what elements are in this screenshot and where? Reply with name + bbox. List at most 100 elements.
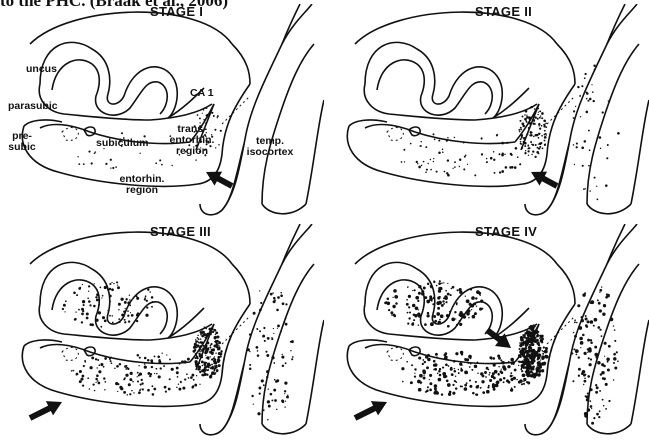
lesion-dot <box>438 140 440 142</box>
lesion-dot <box>590 300 594 304</box>
lesion-dot <box>594 177 596 179</box>
lesion-dot <box>613 379 615 381</box>
lesion-dot <box>78 309 80 311</box>
lesion-dot <box>215 363 217 365</box>
lesion-dot <box>249 368 252 371</box>
lesion-dot <box>602 399 604 401</box>
lesion-dot <box>247 348 250 351</box>
lesion-dot <box>500 359 502 361</box>
lesion-dot <box>606 294 610 298</box>
lesion-dot <box>199 342 201 344</box>
outline-path <box>493 308 529 338</box>
lesion-dot <box>206 374 208 376</box>
lesion-dot <box>423 161 425 163</box>
lesion-dot <box>176 371 179 374</box>
lesion-dot <box>249 351 250 352</box>
lesion-dot <box>419 145 421 147</box>
lesion-dot <box>104 357 107 360</box>
lesion-dot <box>433 280 435 282</box>
lesion-dot <box>129 294 130 295</box>
lesion-dot <box>200 351 201 352</box>
lesion-dot <box>470 288 472 290</box>
lesion-dot <box>89 388 91 390</box>
lesion-dot <box>109 315 111 317</box>
lesion-dot <box>406 303 409 306</box>
lesion-dot <box>422 363 424 365</box>
lesion-dot <box>199 371 201 373</box>
lesion-dot <box>76 374 78 376</box>
lesion-dot <box>535 367 538 370</box>
lesion-dot <box>169 358 171 360</box>
lesion-dot <box>522 116 524 118</box>
lesion-dot <box>534 156 536 158</box>
lesion-dot <box>608 345 611 348</box>
lesion-dot <box>194 384 197 387</box>
lesion-dot <box>467 309 470 312</box>
lesion-dot <box>459 159 461 161</box>
lesion-dot <box>500 370 503 373</box>
lesion-dot <box>497 354 500 357</box>
lesion-dot <box>599 309 602 312</box>
lesion-dot <box>425 171 427 173</box>
lesion-dot <box>468 355 472 359</box>
lesion-dot <box>590 405 593 408</box>
lesion-dot <box>258 387 261 390</box>
lesion-dot <box>90 366 93 369</box>
lesion-dot <box>195 339 196 340</box>
lesion-dot <box>583 380 586 383</box>
outline-path <box>232 44 250 84</box>
lesion-dot <box>532 330 536 334</box>
lesion-dot <box>543 351 544 352</box>
lesion-dot <box>408 306 410 308</box>
lesion-dot <box>163 365 165 367</box>
lesion-dot <box>534 354 535 355</box>
lesion-dot <box>531 361 535 365</box>
lesion-dot <box>207 369 209 371</box>
lesion-dot <box>120 298 123 301</box>
lesion-dot <box>426 300 430 304</box>
lesion-dot <box>610 318 614 322</box>
lesion-dot <box>597 326 600 329</box>
lesion-dot <box>266 354 269 357</box>
lesion-dot <box>613 362 615 364</box>
lesion-dot <box>452 168 453 169</box>
lesion-dot <box>209 363 210 364</box>
lesion-dot <box>531 371 533 373</box>
lesion-dot <box>451 373 454 376</box>
lesion-dot <box>491 358 493 360</box>
lesion-dot <box>83 304 85 306</box>
lesion-dot <box>422 359 424 361</box>
lesion-dot <box>539 146 541 148</box>
lesion-dot <box>458 372 460 374</box>
lesion-dot <box>540 354 541 355</box>
lesion-dot <box>129 305 131 307</box>
lesion-dot <box>523 378 526 381</box>
lesion-dot <box>579 337 583 341</box>
lesion-dot <box>527 134 528 135</box>
lesion-dot <box>198 338 200 340</box>
lesion-dot <box>123 391 126 394</box>
lesion-dot <box>459 323 462 326</box>
outline-path <box>222 96 250 124</box>
lesion-dot <box>521 383 523 385</box>
lesion-dot <box>438 289 441 292</box>
lesion-dot <box>268 388 269 389</box>
lesion-dot <box>585 315 587 317</box>
lesion-dot <box>152 393 155 396</box>
lesion-dot <box>574 319 576 321</box>
lesion-dot <box>154 373 155 374</box>
lesion-dot <box>153 388 156 391</box>
lesion-dot <box>120 387 123 390</box>
lesion-dot <box>191 374 194 377</box>
lesion-dot <box>538 125 540 127</box>
lesion-dot <box>526 330 528 332</box>
lesion-dot <box>524 152 526 154</box>
lesion-dot <box>199 368 201 370</box>
lesion-dot <box>467 312 469 314</box>
lesion-dot <box>103 377 105 379</box>
lesion-dot <box>533 373 535 375</box>
lesion-dot <box>524 333 525 334</box>
lesion-dot <box>438 282 441 285</box>
lesion-dot <box>580 347 581 348</box>
lesion-dot <box>433 315 436 318</box>
